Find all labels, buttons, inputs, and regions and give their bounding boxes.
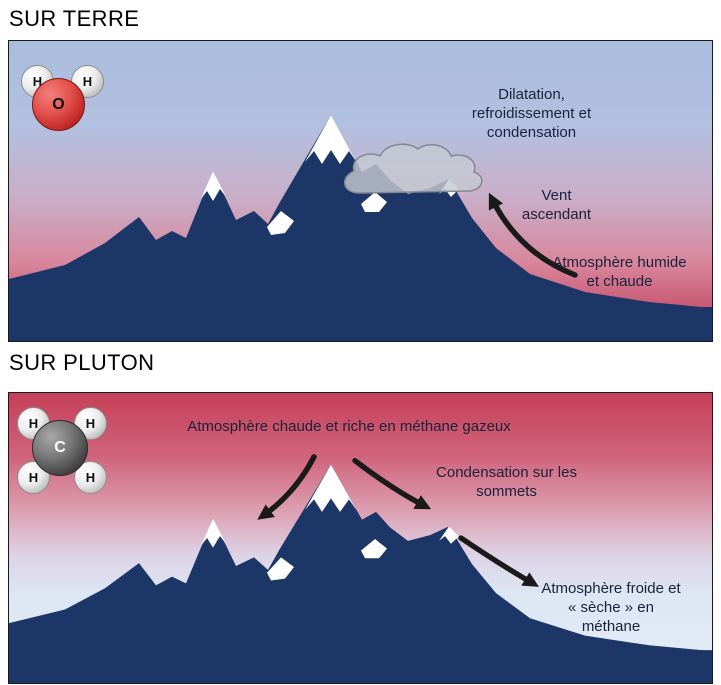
earth-condensation-label: Dilatation, refroidissement et condensat… (471, 86, 592, 142)
earth-wind-label: Vent ascendant (521, 187, 592, 224)
pluto-warm-atmosphere-label: Atmosphère chaude et riche en méthane ga… (187, 418, 511, 435)
downdraft-arrow-right (352, 458, 432, 510)
pluto-mountain-silhouette (9, 464, 712, 683)
earth-scene-illustration (9, 115, 712, 341)
snow-patch (361, 192, 387, 212)
earth-mountain-silhouette (9, 115, 712, 341)
pluto-section-title: SUR PLUTON (9, 350, 155, 375)
snow-cap-main-peak (305, 115, 357, 164)
cold-air-arrow (458, 535, 540, 587)
carbon-atom: C (32, 420, 88, 476)
snow-cap-right-peak (439, 526, 465, 544)
hydrogen-atom: H (74, 407, 107, 440)
snow-patch (267, 211, 294, 235)
pluto-scene-illustration (9, 454, 712, 683)
water-molecule-icon: H H O (21, 65, 109, 135)
pluto-condensation-label: Condensation sur les sommets (436, 464, 577, 501)
cloud-shape (344, 143, 483, 194)
earth-atmosphere-label: Atmosphère humide et chaude (552, 254, 687, 291)
earth-panel: H H O Dilatation, refroidissement et con… (8, 40, 713, 342)
pluto-cold-atmosphere-label: Atmosphère froide et « sèche » en méthan… (541, 580, 681, 636)
snow-patch (361, 538, 387, 559)
methane-molecule-icon: H H H H C (17, 407, 109, 495)
pluto-panel: H H H H C Atmosphère chaude et riche en … (8, 392, 713, 684)
ascending-wind-arrow (488, 192, 578, 278)
snow-cap-main-peak (305, 464, 357, 512)
snow-cap-left-peak (201, 171, 226, 201)
snow-cap-left-peak (201, 518, 226, 548)
snow-patch (267, 557, 294, 581)
oxygen-atom: O (32, 78, 85, 131)
downdraft-arrow-left (257, 454, 317, 520)
earth-section-title: SUR TERRE (9, 6, 140, 31)
